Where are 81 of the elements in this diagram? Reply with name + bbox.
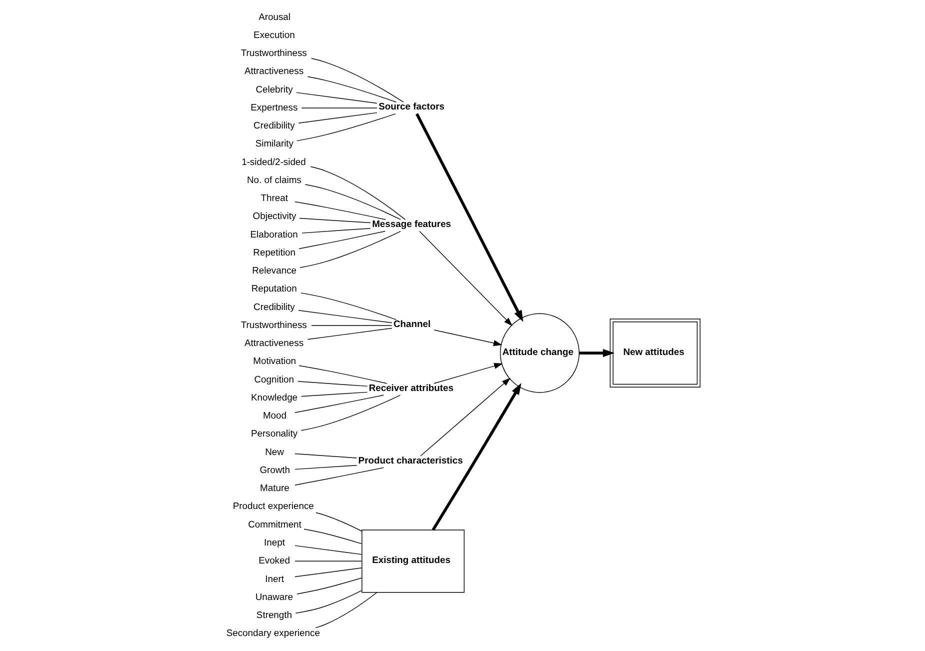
arrow [416, 113, 524, 322]
connector [298, 365, 388, 384]
node-text: Reputation [251, 282, 297, 294]
node-text: Source factors [378, 100, 444, 112]
connector [294, 545, 362, 555]
connector [302, 228, 371, 234]
connector [294, 394, 384, 413]
arrow [434, 330, 502, 346]
node-text: Message features [372, 218, 452, 230]
connector [316, 512, 362, 532]
connector [295, 590, 362, 614]
connector [310, 166, 406, 220]
connector [296, 92, 378, 104]
node-text: Inert [265, 572, 284, 584]
node-text: Cognition [254, 373, 294, 384]
connector [315, 592, 378, 628]
node-text: Mood [262, 410, 286, 421]
connector [304, 184, 401, 220]
connector [294, 568, 362, 578]
node-text: Commitment [248, 518, 302, 530]
connector [294, 201, 386, 220]
connector [298, 112, 378, 124]
node-text: 1-sided/2-sided [242, 156, 306, 167]
connector [294, 453, 358, 458]
node-text: Similarity [255, 138, 294, 149]
node-text: New [265, 446, 284, 457]
node-text: Strength [256, 609, 292, 620]
node-text: Objectivity [252, 210, 296, 222]
node-text: No. of claims [247, 174, 302, 185]
node-text: Trustworthiness [240, 47, 307, 58]
arrow [579, 348, 615, 358]
node-box: Existing attitudes [362, 530, 465, 593]
node-text: Credibility [254, 120, 295, 131]
connector [300, 392, 368, 397]
arrow [432, 383, 522, 531]
node-text: Mature [260, 482, 290, 494]
node-box: New attitudes [610, 318, 700, 388]
node-text: Personality [251, 428, 298, 439]
connector [299, 218, 371, 224]
connector [304, 528, 362, 544]
connector [294, 467, 384, 486]
node-text: Secondary experience [226, 627, 320, 638]
node-text: Unaware [255, 590, 294, 602]
arrow [434, 363, 503, 384]
connector [307, 76, 397, 102]
connector [294, 560, 362, 562]
connector [311, 58, 404, 102]
arrow [420, 378, 511, 456]
connector [300, 230, 401, 268]
node-text: Growth [260, 464, 290, 475]
node-text: Product experience [232, 500, 314, 512]
connector [300, 394, 401, 431]
node-text: Motivation [253, 355, 296, 366]
node-text: Relevance [252, 264, 297, 276]
label: Arousal [258, 10, 291, 22]
node-text: Product characteristics [358, 454, 463, 466]
connector [307, 328, 392, 340]
node-text: Celebrity [256, 83, 293, 94]
node-text: Knowledge [251, 391, 298, 402]
arrow [419, 230, 513, 326]
node-text: Repetition [253, 246, 296, 258]
node-text: Trustworthiness [240, 318, 307, 330]
connector [296, 578, 362, 594]
connector [298, 310, 392, 324]
node-text: Attractiveness [244, 337, 304, 348]
connector [298, 381, 368, 387]
connector [294, 465, 358, 470]
node-text: Elaboration [250, 228, 298, 240]
connector [311, 325, 392, 326]
connector [300, 292, 397, 320]
label: Execution [254, 28, 295, 40]
node-text: Evoked [258, 554, 290, 566]
node-text: Channel [393, 318, 431, 330]
node-text: Receiver attributes [368, 382, 454, 394]
node-text: Credibility [254, 300, 295, 312]
node-text: Expertness [250, 101, 298, 112]
connector [298, 230, 386, 250]
node-text: Attractiveness [244, 65, 304, 76]
node-text: Inept [264, 536, 285, 548]
node-text: Threat [260, 192, 288, 204]
connector [296, 113, 396, 142]
